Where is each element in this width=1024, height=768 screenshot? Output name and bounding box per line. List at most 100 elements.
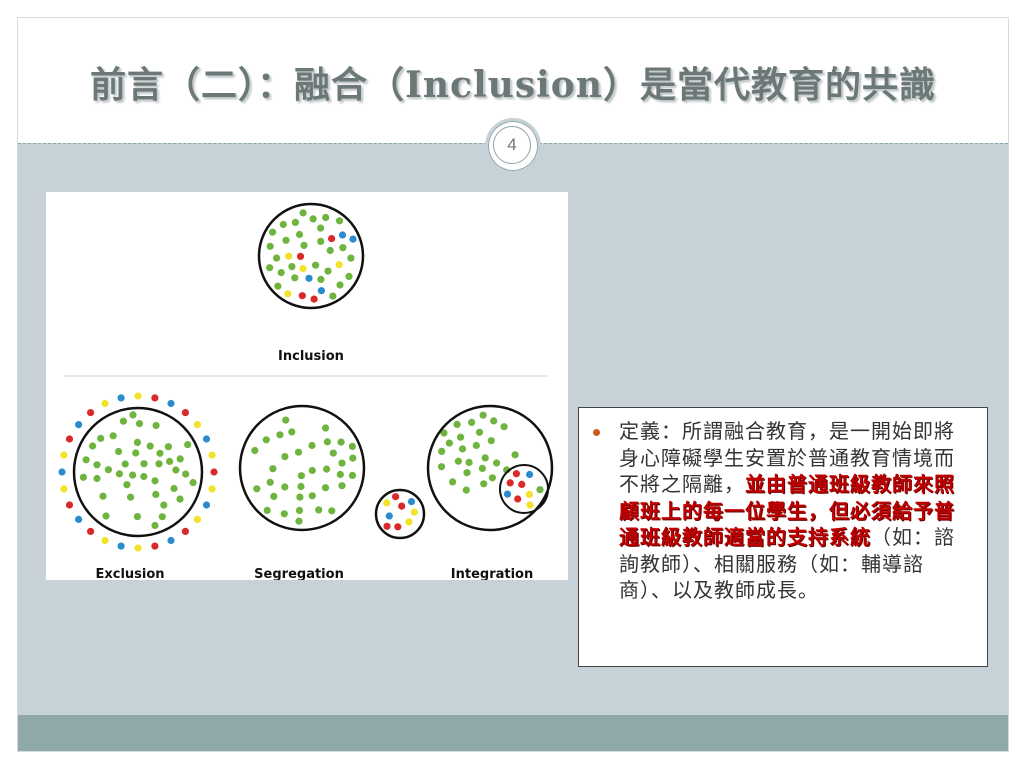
inclusion-dot xyxy=(277,269,285,277)
integration-main-dot xyxy=(463,469,471,477)
segregation-main-dot xyxy=(263,506,271,514)
exclusion-inner-dot xyxy=(127,493,135,501)
segregation-small-dot xyxy=(383,522,391,530)
segregation-main-dot xyxy=(262,436,270,444)
integration-inner-dot xyxy=(525,490,533,498)
exclusion-inner-dot xyxy=(176,495,184,503)
exclusion-outer-dot xyxy=(210,468,218,476)
exclusion-outer-dot xyxy=(87,409,95,417)
integration-inner-dot xyxy=(514,495,522,503)
exclusion-outer-dot xyxy=(151,542,159,550)
segregation-main-dot xyxy=(329,449,337,457)
segregation-main-dot xyxy=(270,492,278,500)
integration-main-dot xyxy=(511,451,519,459)
exclusion-inner-dot xyxy=(176,455,184,463)
exclusion-outer-dot xyxy=(60,485,68,493)
segregation-main-dot xyxy=(280,510,288,518)
exclusion-inner-dot xyxy=(146,442,154,450)
inclusion-dot xyxy=(329,292,337,300)
footer-band xyxy=(18,715,1008,751)
inclusion-dot xyxy=(279,220,287,229)
inclusion-dot xyxy=(284,290,292,298)
exclusion-inner-dot xyxy=(156,449,164,457)
exclusion-outer-dot xyxy=(75,421,83,429)
exclusion-inner-dot xyxy=(158,513,166,521)
exclusion-inner-dot xyxy=(123,481,131,489)
exclusion-inner-dot xyxy=(89,442,97,450)
segregation-main-dot xyxy=(308,492,316,500)
exclusion-inner-dot xyxy=(151,521,159,530)
exclusion-circle xyxy=(72,406,204,538)
segregation-main-dot xyxy=(338,459,346,467)
dots-layer xyxy=(58,209,544,552)
inclusion-dot xyxy=(347,254,355,262)
exclusion-inner-dot xyxy=(133,513,141,521)
exclusion-inner-dot xyxy=(170,484,178,493)
inclusion-dot xyxy=(310,295,318,303)
segregation-main-circle xyxy=(238,404,366,532)
inclusion-dot xyxy=(295,230,304,239)
exclusion-outer-dot xyxy=(167,399,175,408)
integration-inner-circle xyxy=(499,464,549,514)
exclusion-inner-dot xyxy=(129,411,137,419)
exclusion-inner-dot xyxy=(182,470,190,478)
exclusion-inner-dot xyxy=(135,420,144,428)
segregation-main-dot xyxy=(276,431,284,439)
exclusion-outer-dot xyxy=(167,536,175,545)
segregation-main-dot xyxy=(321,424,330,432)
inclusion-dot xyxy=(296,252,305,260)
segregation-main-dot xyxy=(323,438,331,446)
integration-main-dot xyxy=(445,439,453,447)
segregation-main-dot xyxy=(308,441,316,450)
inclusion-dot xyxy=(298,292,306,300)
integration-main-dot xyxy=(475,428,484,436)
segregation-small-dot xyxy=(394,523,402,531)
integration-main-dot xyxy=(440,429,448,437)
label-inclusion: Inclusion xyxy=(278,349,344,364)
integration-main-dot xyxy=(493,459,501,467)
segregation-small-dot xyxy=(398,502,406,510)
integration-inner-dot xyxy=(503,490,512,498)
inclusion-dot xyxy=(288,263,296,271)
inclusion-dot xyxy=(266,264,274,272)
exclusion-outer-dot xyxy=(75,515,83,523)
exclusion-inner-dot xyxy=(172,466,180,474)
exclusion-outer-dot xyxy=(208,485,216,493)
inclusion-circle xyxy=(257,202,365,310)
integration-inner-dot xyxy=(526,470,534,479)
inclusion-dot xyxy=(312,261,320,269)
exclusion-outer-dot xyxy=(65,435,74,443)
integration-main-dot xyxy=(437,463,446,471)
inclusion-dot xyxy=(338,231,347,239)
integration-main-dot xyxy=(458,445,467,453)
segregation-main-dot xyxy=(295,506,304,514)
exclusion-inner-dot xyxy=(97,434,105,442)
inclusion-dot xyxy=(326,246,334,255)
exclusion-outer-dot xyxy=(58,468,66,476)
exclusion-inner-dot xyxy=(151,477,159,485)
inclusion-dot xyxy=(300,241,308,249)
integration-inner-dot xyxy=(512,470,520,478)
exclusion-inner-dot xyxy=(109,432,117,440)
segregation-main-dot xyxy=(281,483,289,491)
segregation-main-dot xyxy=(269,465,277,473)
inclusion-dot xyxy=(317,224,325,232)
segregation-small-dot xyxy=(410,508,418,516)
exclusion-outer-dot xyxy=(202,435,211,443)
inclusion-dot xyxy=(328,235,336,243)
integration-main-dot xyxy=(472,441,480,450)
integration-main-dot xyxy=(480,480,488,488)
page-number-badge: 4 xyxy=(485,118,541,174)
integration-main-dot xyxy=(465,458,473,466)
exclusion-inner-dot xyxy=(115,447,123,456)
inclusion-dot xyxy=(266,242,274,250)
segregation-main-dot xyxy=(253,485,261,493)
exclusion-outer-dot xyxy=(65,501,74,509)
segregation-main-dot xyxy=(349,454,357,462)
segregation-main-dot xyxy=(296,493,304,501)
exclusion-inner-dot xyxy=(164,443,172,451)
exclusion-outer-dot xyxy=(181,527,189,535)
integration-inner-dot xyxy=(518,480,526,488)
inclusion-dot xyxy=(274,282,282,290)
integration-inner-dot xyxy=(536,486,544,494)
